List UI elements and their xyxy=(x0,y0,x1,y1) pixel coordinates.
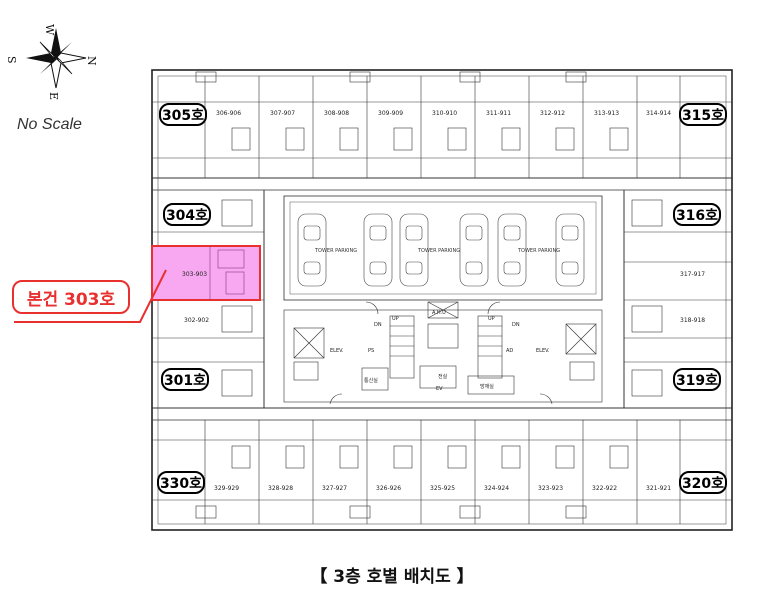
room-label-315: 315호 xyxy=(679,103,727,126)
top-wing xyxy=(152,71,732,191)
room-label-316-text: 316호 xyxy=(676,208,718,224)
room-label-319: 319호 xyxy=(673,368,721,391)
compass-e: E xyxy=(47,92,60,100)
core-elev-left: ELEV. xyxy=(330,348,344,354)
unit-bottom-3: 327-927 xyxy=(322,485,347,492)
room-label-301-text: 301호 xyxy=(164,373,206,389)
unit-top-1: 306-906 xyxy=(216,110,241,117)
unit-top-7: 312-912 xyxy=(540,110,565,117)
unit-bottom-7: 323-923 xyxy=(538,485,563,492)
unit-303: 303-903 xyxy=(182,271,207,278)
compass-s: S xyxy=(5,56,18,64)
unit-bottom-2: 328-928 xyxy=(268,485,293,492)
left-wing xyxy=(152,190,265,408)
parking-cars xyxy=(297,213,585,287)
highlight-303-fixtures xyxy=(209,246,245,300)
room-label-320: 320호 xyxy=(679,471,727,494)
unit-317: 317-917 xyxy=(680,271,705,278)
core-dn-2: DN xyxy=(512,322,520,328)
highlight-303 xyxy=(151,245,261,301)
room-label-304: 304호 xyxy=(163,203,211,226)
unit-top-9: 314-914 xyxy=(646,110,671,117)
unit-bottom-1: 329-929 xyxy=(214,485,239,492)
parking-label-3: TOWER PARKING xyxy=(517,248,560,254)
core-dn-1: DN xyxy=(374,322,382,328)
room-label-305: 305호 xyxy=(159,103,207,126)
compass-rose: W N S E xyxy=(5,24,98,100)
core-elev-right: ELEV. xyxy=(536,348,550,354)
bottom-wing xyxy=(152,407,732,524)
unit-bottom-9: 321-921 xyxy=(646,485,671,492)
plan-caption: 【 3층 호별 배치도 】 xyxy=(310,567,474,587)
unit-top-2: 307-907 xyxy=(270,110,295,117)
unit-top-4: 309-909 xyxy=(378,110,403,117)
unit-top-5: 310-910 xyxy=(432,110,457,117)
core-room-2: 통신실 xyxy=(364,377,378,384)
core-room-1: 전실 xyxy=(438,373,448,380)
core-room-3: 방재실 xyxy=(480,383,494,390)
core-ad: AD xyxy=(506,348,513,354)
callout-label: 본건 303호 xyxy=(26,289,116,310)
right-wing xyxy=(623,190,732,408)
core-ahu: A.H.U xyxy=(432,310,446,316)
room-label-304-text: 304호 xyxy=(166,208,208,224)
compass-w: W xyxy=(43,24,56,36)
callout-leader xyxy=(14,269,167,323)
room-label-330-text: 330호 xyxy=(160,476,202,492)
core-up-2: UP xyxy=(488,316,495,322)
unit-bottom-5: 325-925 xyxy=(430,485,455,492)
room-label-319-text: 319호 xyxy=(676,373,718,389)
room-label-316: 316호 xyxy=(673,203,721,226)
parking-area xyxy=(283,195,603,301)
unit-bottom-6: 324-924 xyxy=(484,485,509,492)
unit-top-6: 311-911 xyxy=(486,110,511,117)
unit-318: 318-918 xyxy=(680,317,705,324)
unit-top-8: 313-913 xyxy=(594,110,619,117)
core-area xyxy=(283,301,603,405)
unit-302: 302-902 xyxy=(184,317,209,324)
unit-bottom-8: 322-922 xyxy=(592,485,617,492)
scale-note: No Scale xyxy=(17,116,82,133)
core-ps: PS xyxy=(368,348,374,354)
subject-unit-callout: 본건 303호 xyxy=(12,280,130,314)
unit-bottom-4: 326-926 xyxy=(376,485,401,492)
unit-top-3: 308-908 xyxy=(324,110,349,117)
room-label-301: 301호 xyxy=(161,368,209,391)
room-label-320-text: 320호 xyxy=(682,476,724,492)
room-label-305-text: 305호 xyxy=(162,108,204,124)
core-ev: EV xyxy=(436,386,443,392)
compass-n: N xyxy=(85,56,98,66)
parking-label-2: TOWER PARKING xyxy=(417,248,460,254)
room-label-315-text: 315호 xyxy=(682,108,724,124)
room-label-330: 330호 xyxy=(157,471,205,494)
core-up-1: UP xyxy=(392,316,399,322)
parking-label-1: TOWER PARKING xyxy=(314,248,357,254)
